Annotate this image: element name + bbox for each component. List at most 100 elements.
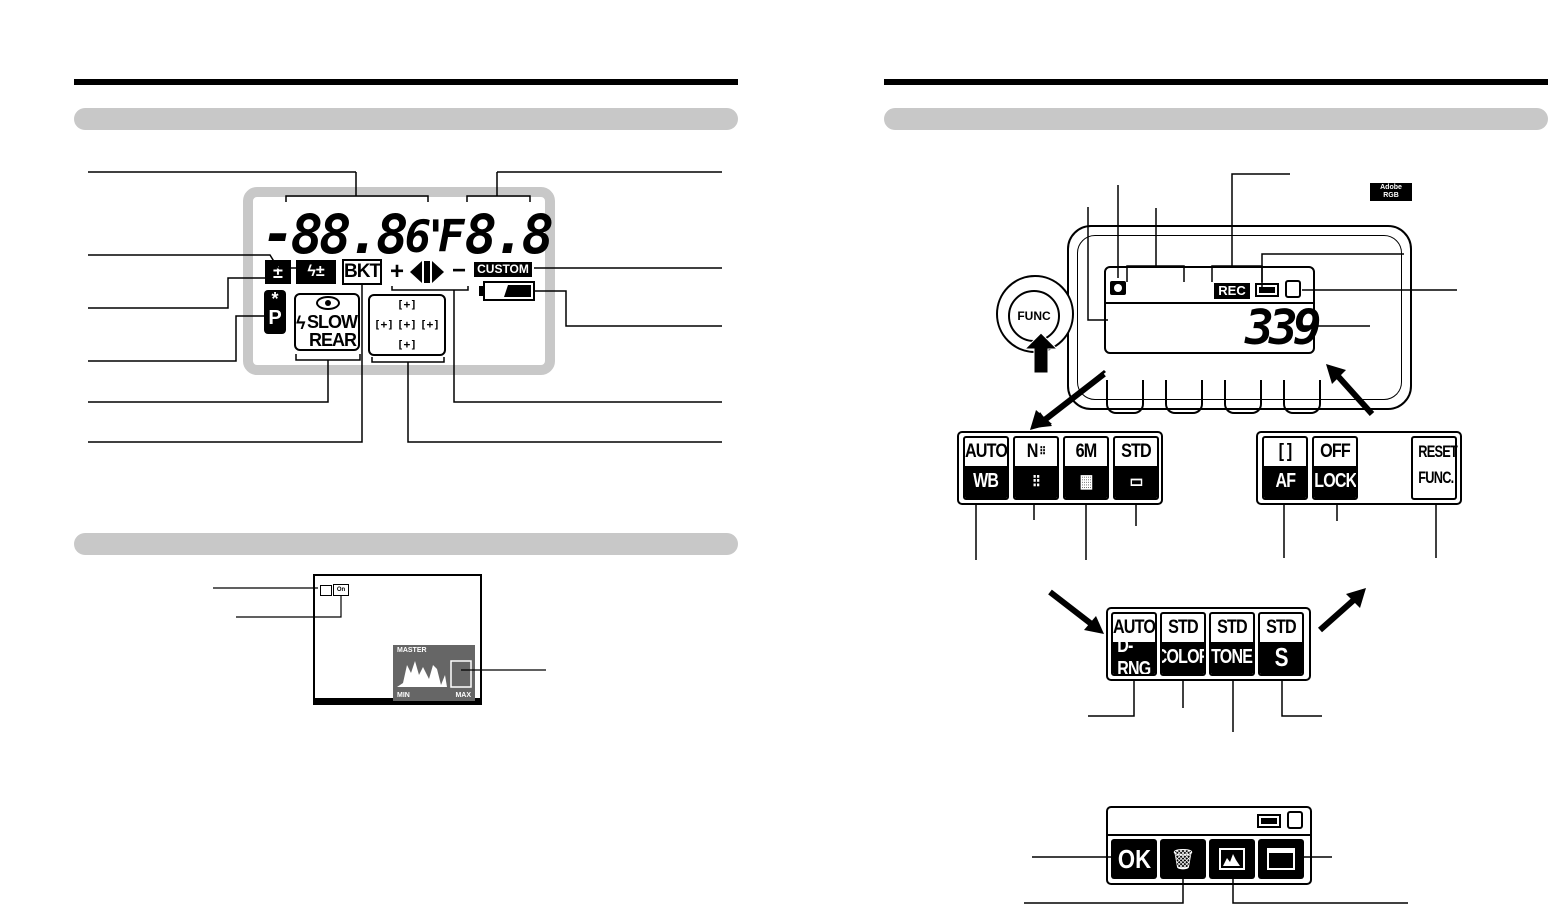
- aperture-prefix: F: [438, 211, 465, 262]
- sharpness-value: STD: [1266, 616, 1297, 638]
- func-cell-lock[interactable]: OFF LOCK: [1312, 436, 1358, 500]
- ok-label: OK: [1117, 843, 1151, 874]
- shutter-suffix: 6": [404, 212, 455, 263]
- tone-value: STD: [1217, 616, 1248, 638]
- func-cell-image-size[interactable]: 6M ▦: [1063, 436, 1109, 500]
- minus-icon: −: [452, 257, 467, 284]
- aperture-display: F 8.8: [438, 200, 555, 266]
- aperture-digits: 8.8: [464, 203, 555, 266]
- func-cell-quality[interactable]: N⠿ ⠿: [1013, 436, 1059, 500]
- exposure-indicator: + −: [390, 259, 470, 285]
- function-key-1[interactable]: [1106, 380, 1144, 414]
- camera-mode-icon: [1110, 281, 1126, 295]
- d-range-value: AUTO: [1112, 616, 1156, 638]
- shutter-speed-display: -88.8 6": [262, 200, 455, 266]
- wb-label: WB: [973, 470, 999, 493]
- func-cell-sharpness[interactable]: STD S: [1258, 612, 1304, 676]
- af-point-bottom-icon: [+]: [397, 338, 417, 351]
- left-second-section-band: [74, 533, 738, 555]
- flash-sync-mode-box: [294, 293, 360, 351]
- trash-icon: 🗑: [1170, 848, 1196, 871]
- func-cell-d-range[interactable]: AUTO D-RNG: [1111, 612, 1157, 676]
- rear-lcd-divider: [1106, 302, 1313, 304]
- reset-label: RESET: [1418, 442, 1458, 461]
- display-frame-icon: [1267, 848, 1295, 870]
- exposure-scale-icon: [410, 261, 444, 283]
- function-key-4[interactable]: [1283, 380, 1321, 414]
- image-size-value: 6M: [1075, 440, 1098, 462]
- function-key-2[interactable]: [1165, 380, 1203, 414]
- af-point-left-icon: [+]: [374, 318, 394, 331]
- rear-lcd-screen: [1104, 266, 1315, 354]
- press-arrow-icon: [1023, 333, 1059, 374]
- adobe-label: Adobe: [1380, 184, 1402, 191]
- left-section-header-band: [74, 108, 738, 130]
- rec-label: REC: [1218, 283, 1246, 298]
- rear-battery-icon: [1255, 283, 1279, 297]
- min-label: MIN: [397, 692, 410, 699]
- program-letter: P: [268, 307, 282, 329]
- key-lock-icon: On: [333, 584, 349, 596]
- plus-icon: +: [390, 258, 405, 285]
- drive-icon: ▭: [1129, 471, 1144, 492]
- delete-button[interactable]: 🗑: [1160, 839, 1206, 879]
- battery-level-icon: [479, 281, 535, 301]
- func-cell-drive[interactable]: STD ▭: [1113, 436, 1159, 500]
- exposure-compensation-icon: ±: [265, 260, 291, 284]
- histogram-graph: [397, 660, 472, 688]
- histogram-icon: [1219, 848, 1245, 870]
- wb-value: AUTO: [964, 440, 1008, 462]
- histogram-button[interactable]: [1209, 839, 1255, 879]
- flash-icon: ϟ: [296, 313, 306, 333]
- af-point-right-icon: [+]: [420, 318, 440, 331]
- func-cell-tone[interactable]: STD TONE: [1209, 612, 1255, 676]
- func-cell-white-balance[interactable]: AUTO WB: [963, 436, 1009, 500]
- ok-button[interactable]: OK: [1111, 839, 1157, 879]
- af-area-label: AF: [1275, 470, 1296, 493]
- flash-compensation-icon: ϟ±: [296, 260, 336, 284]
- left-page-top-rule: [74, 79, 738, 85]
- quality-grid-icon: ⠿: [1039, 446, 1046, 459]
- red-eye-icon: [316, 296, 340, 310]
- af-area-value: [ ]: [1278, 440, 1293, 462]
- func-cell-color[interactable]: STD COLOR: [1160, 612, 1206, 676]
- display-button[interactable]: [1258, 839, 1304, 879]
- tone-label: TONE: [1211, 646, 1253, 669]
- frames-remaining: 339: [1245, 300, 1322, 356]
- right-page-top-rule: [884, 79, 1548, 85]
- master-label: MASTER: [397, 647, 427, 654]
- func-cell-reset[interactable]: RESET FUNC.: [1411, 436, 1458, 500]
- func-button-label: FUNC: [1017, 309, 1051, 323]
- max-label: MAX: [455, 692, 471, 699]
- program-star: *: [271, 289, 279, 309]
- playback-battery-icon: [1257, 814, 1281, 828]
- rgb-label: RGB: [1383, 192, 1399, 199]
- playback-divider: [1106, 834, 1312, 836]
- rear-label: REAR: [309, 330, 357, 350]
- lock-value: OFF: [1320, 440, 1351, 462]
- function-key-3[interactable]: [1224, 380, 1262, 414]
- custom-indicator: CUSTOM: [474, 262, 532, 277]
- image-size-icon: ▦: [1079, 471, 1094, 492]
- color-value: STD: [1168, 616, 1199, 638]
- shutter-digits: -88.8: [262, 203, 409, 266]
- bkt-label: BKT: [344, 261, 381, 282]
- color-label: COLOR: [1162, 646, 1204, 669]
- memory-card-icon: [1285, 280, 1301, 298]
- func-cell-af-area[interactable]: [ ] AF: [1262, 436, 1308, 500]
- reset-func-label: FUNC.: [1418, 468, 1454, 487]
- protect-file-icon: [320, 585, 332, 596]
- right-section-header-band: [884, 108, 1548, 130]
- drive-value: STD: [1121, 440, 1152, 462]
- camera-rear-inner-outline: [1077, 235, 1402, 400]
- rec-indicator: REC: [1214, 283, 1250, 299]
- quality-icon: ⠿: [1032, 473, 1041, 491]
- lock-label: LOCK: [1313, 470, 1357, 493]
- custom-label: CUSTOM: [477, 262, 529, 276]
- sharpness-label: S: [1274, 642, 1288, 673]
